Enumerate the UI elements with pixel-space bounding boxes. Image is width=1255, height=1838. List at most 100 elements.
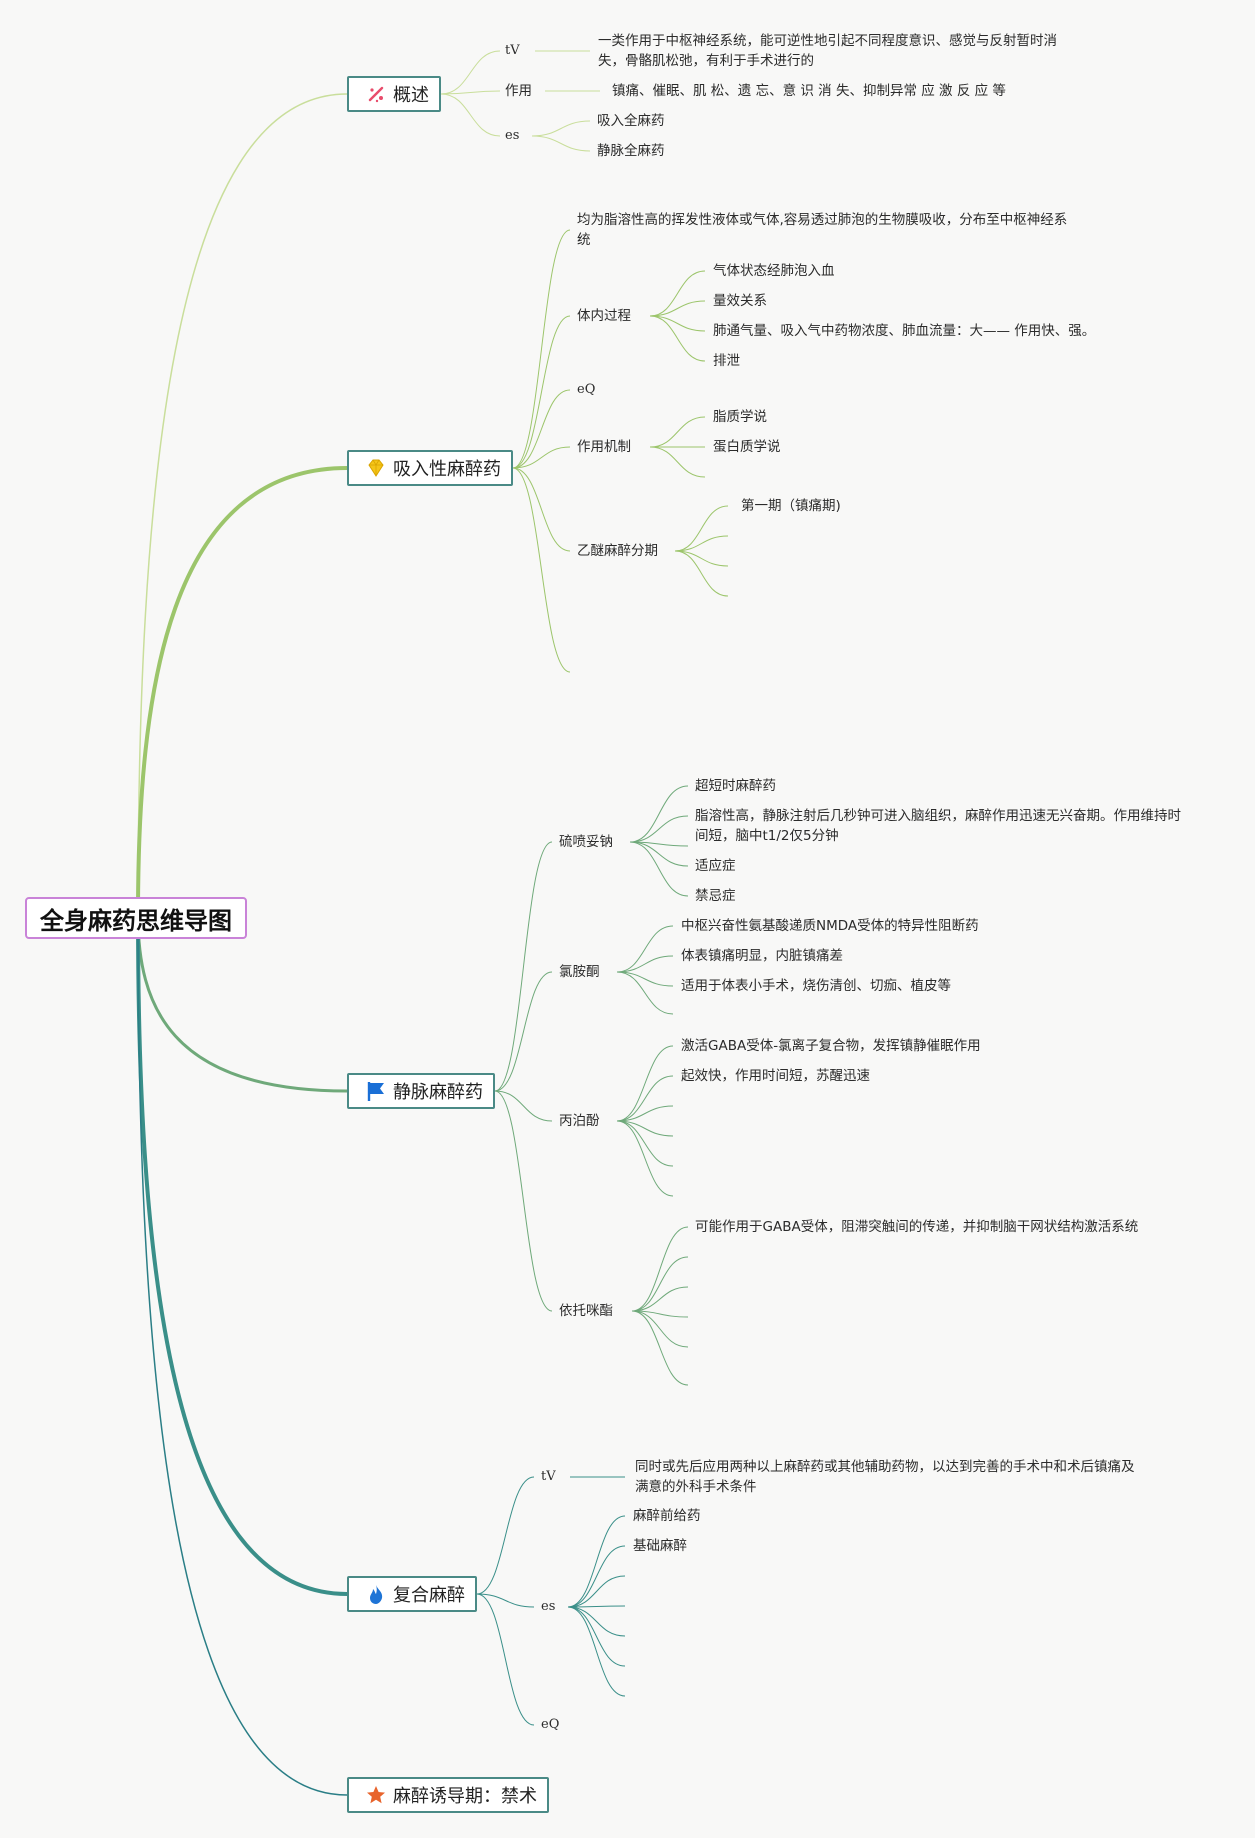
link-fuhe-es-6 — [567, 1606, 626, 1697]
xiru-jizhi-item[interactable]: 蛋白质学说 — [713, 439, 781, 455]
jingmai-luan-item[interactable]: 适用于体表小手术，烧伤清创、切痂、植皮等 — [681, 978, 951, 994]
link-xiru-tinei-3 — [649, 315, 706, 362]
link-fuhe-es-1 — [567, 1545, 626, 1608]
link-xiru-4 — [512, 467, 571, 552]
link-jingmai-bingbo-2 — [616, 1105, 674, 1122]
xiru-yimi-label[interactable]: 乙醚麻醉分期 — [577, 543, 658, 559]
jingmai-bingbo-item[interactable]: 激活GABA受体-氯离子复合物，发挥镇静催眠作用 — [681, 1038, 981, 1054]
sparkle-icon — [368, 86, 384, 103]
link-fuhe-es-3 — [567, 1605, 626, 1608]
link-fuhe-1 — [476, 1593, 535, 1608]
gaisu-es-item[interactable]: 静脉全麻药 — [597, 143, 665, 159]
xiru-tinei-item[interactable]: 排泄 — [713, 353, 740, 369]
link-fuhe-es-0 — [567, 1515, 626, 1608]
link-xiru-jizhi-0 — [649, 416, 706, 448]
link-xiru-tinei-1 — [649, 300, 706, 317]
topic-xiru[interactable]: 吸入性麻醉药 — [347, 450, 513, 486]
flag-icon — [367, 1082, 384, 1101]
link-jingmai-yituo-2 — [631, 1286, 689, 1312]
link-jingmai-bingbo-3 — [616, 1120, 674, 1137]
topic-jingmai-label: 静脉麻醉药 — [393, 1082, 483, 1103]
fuhe-es-label[interactable]: es — [541, 1599, 556, 1614]
link-xiru-yimi-0 — [674, 505, 729, 552]
link-jingmai-luan-1 — [616, 955, 674, 973]
jingmai-liupen-item[interactable]: 适应症 — [695, 858, 736, 874]
link-gaisu-tv — [440, 50, 501, 95]
fuhe-eq-label[interactable]: eQ — [541, 1717, 560, 1732]
link-xiru-1 — [512, 315, 571, 469]
link-xiru-tinei-2 — [649, 315, 706, 332]
link-jingmai-yituo-5 — [631, 1310, 689, 1386]
jingmai-bingbo-item[interactable]: 起效快，作用时间短，苏醒迅速 — [681, 1068, 870, 1084]
xiru-tinei-item[interactable]: 量效关系 — [713, 293, 767, 309]
diamond-icon — [368, 459, 384, 477]
topic-gaisu[interactable]: 概述 — [347, 76, 441, 112]
link-fuhe-es-5 — [567, 1606, 626, 1667]
gaisu-es-label[interactable]: es — [505, 128, 520, 143]
gaisu-zuoyong-label[interactable]: 作用 — [505, 83, 532, 99]
link-jingmai-luan-3 — [616, 971, 674, 1015]
jingmai-yituo-item[interactable]: 可能作用于GABA受体，阻滞突触间的传递，并抑制脑干网状结构激活系统 — [695, 1219, 1139, 1235]
jingmai-bingbo-label[interactable]: 丙泊酚 — [559, 1113, 600, 1129]
link-xiru-tinei-0 — [649, 270, 706, 317]
xiru-tinei-label[interactable]: 体内过程 — [577, 308, 631, 324]
link-jingmai-bingbo-1 — [616, 1075, 674, 1122]
root-topic[interactable]: 全身麻药思维导图 — [25, 897, 247, 939]
link-jingmai-luan-0 — [616, 925, 674, 973]
link-root-jingmai — [136, 914, 348, 1093]
link-root-xiru — [136, 466, 348, 916]
link-fuhe-0 — [476, 1476, 535, 1595]
link-jingmai-bingbo-4 — [616, 1120, 674, 1167]
topic-fuhe[interactable]: 复合麻醉 — [347, 1576, 477, 1612]
link-fuhe-es-4 — [567, 1606, 626, 1637]
jingmai-liupen-item[interactable]: 脂溶性高，静脉注射后几秒钟可进入脑组织，麻醉作用迅速无兴奋期。作用维持时间短，脑… — [695, 808, 1181, 844]
fuhe-tv-label[interactable]: tV — [541, 1469, 556, 1484]
jingmai-luan-item[interactable]: 中枢兴奋性氨基酸递质NMDA受体的特异性阻断药 — [681, 918, 979, 934]
gaisu-zuoyong-text[interactable]: 镇痛、催眠、肌 松、遗 忘、意 识 消 失、抑制异常 应 激 反 应 等 — [612, 83, 1006, 99]
xiru-tinei-item[interactable]: 气体状态经肺泡入血 — [713, 263, 835, 279]
link-jingmai-1 — [494, 971, 553, 1092]
link-xiru-yimi-3 — [674, 550, 729, 597]
xiru-jizhi-item[interactable]: 脂质学说 — [713, 409, 767, 425]
link-xiru-2 — [512, 389, 571, 469]
link-jingmai-bingbo-5 — [616, 1120, 674, 1197]
jingmai-luan-label[interactable]: 氯胺酮 — [559, 964, 600, 980]
link-gaisu-es — [440, 93, 501, 137]
link-fuhe-2 — [476, 1593, 535, 1726]
jingmai-luan-item[interactable]: 体表镇痛明显，内脏镇痛差 — [681, 948, 843, 964]
jingmai-liupen-label[interactable]: 硫喷妥钠 — [559, 834, 613, 850]
link-xiru-3 — [512, 446, 571, 469]
topic-gaisu-label: 概述 — [393, 85, 429, 106]
topic-xiru-label: 吸入性麻醉药 — [393, 459, 501, 480]
gaisu-es-item[interactable]: 吸入全麻药 — [597, 113, 665, 129]
fuhe-tv-text[interactable]: 同时或先后应用两种以上麻醉药或其他辅助药物，以达到完善的手术中和术后镇痛及满意的… — [635, 1459, 1135, 1495]
topic-youdao-label: 麻醉诱导期：禁术 — [393, 1786, 537, 1807]
xiru-desc[interactable]: 均为脂溶性高的挥发性液体或气体,容易透过肺泡的生物膜吸收，分布至中枢神经系统 — [577, 212, 1068, 248]
jingmai-yituo-label[interactable]: 依托咪酯 — [559, 1303, 613, 1319]
link-root-gaisu — [137, 93, 348, 916]
link-jingmai-liupen-3 — [629, 841, 689, 867]
fuhe-es-item[interactable]: 基础麻醉 — [633, 1538, 687, 1554]
gaisu-tv-text[interactable]: 一类作用于中枢神经系统，能可逆性地引起不同程度意识、感觉与反射暂时消失，骨骼肌松… — [598, 33, 1057, 69]
link-fuhe-es-2 — [567, 1575, 626, 1608]
jingmai-liupen-item[interactable]: 禁忌症 — [695, 888, 736, 904]
fuhe-es-item[interactable]: 麻醉前给药 — [633, 1508, 701, 1524]
topic-fuhe-label: 复合麻醉 — [393, 1585, 465, 1606]
link-gaisu-es-1 — [531, 120, 591, 137]
xiru-jizhi-label[interactable]: 作用机制 — [577, 439, 631, 455]
gaisu-tv-label[interactable]: tV — [505, 43, 520, 58]
xiru-tinei-item[interactable]: 肺通气量、吸入气中药物浓度、肺血流量：大—— 作用快、强。 — [713, 323, 1096, 339]
xiru-yimi-item[interactable]: 第一期（镇痛期) — [741, 498, 841, 514]
topic-jingmai[interactable]: 静脉麻醉药 — [347, 1073, 495, 1109]
link-xiru-jizhi-2 — [649, 446, 706, 478]
link-jingmai-liupen-4 — [629, 841, 689, 897]
link-root-youdao — [137, 914, 348, 1796]
link-jingmai-3 — [494, 1090, 553, 1312]
link-jingmai-2 — [494, 1090, 553, 1122]
star-icon — [367, 1786, 385, 1804]
xiru-eq-label[interactable]: eQ — [577, 382, 596, 397]
jingmai-liupen-item[interactable]: 超短时麻醉药 — [695, 778, 776, 794]
topic-youdao[interactable]: 麻醉诱导期：禁术 — [347, 1777, 549, 1813]
